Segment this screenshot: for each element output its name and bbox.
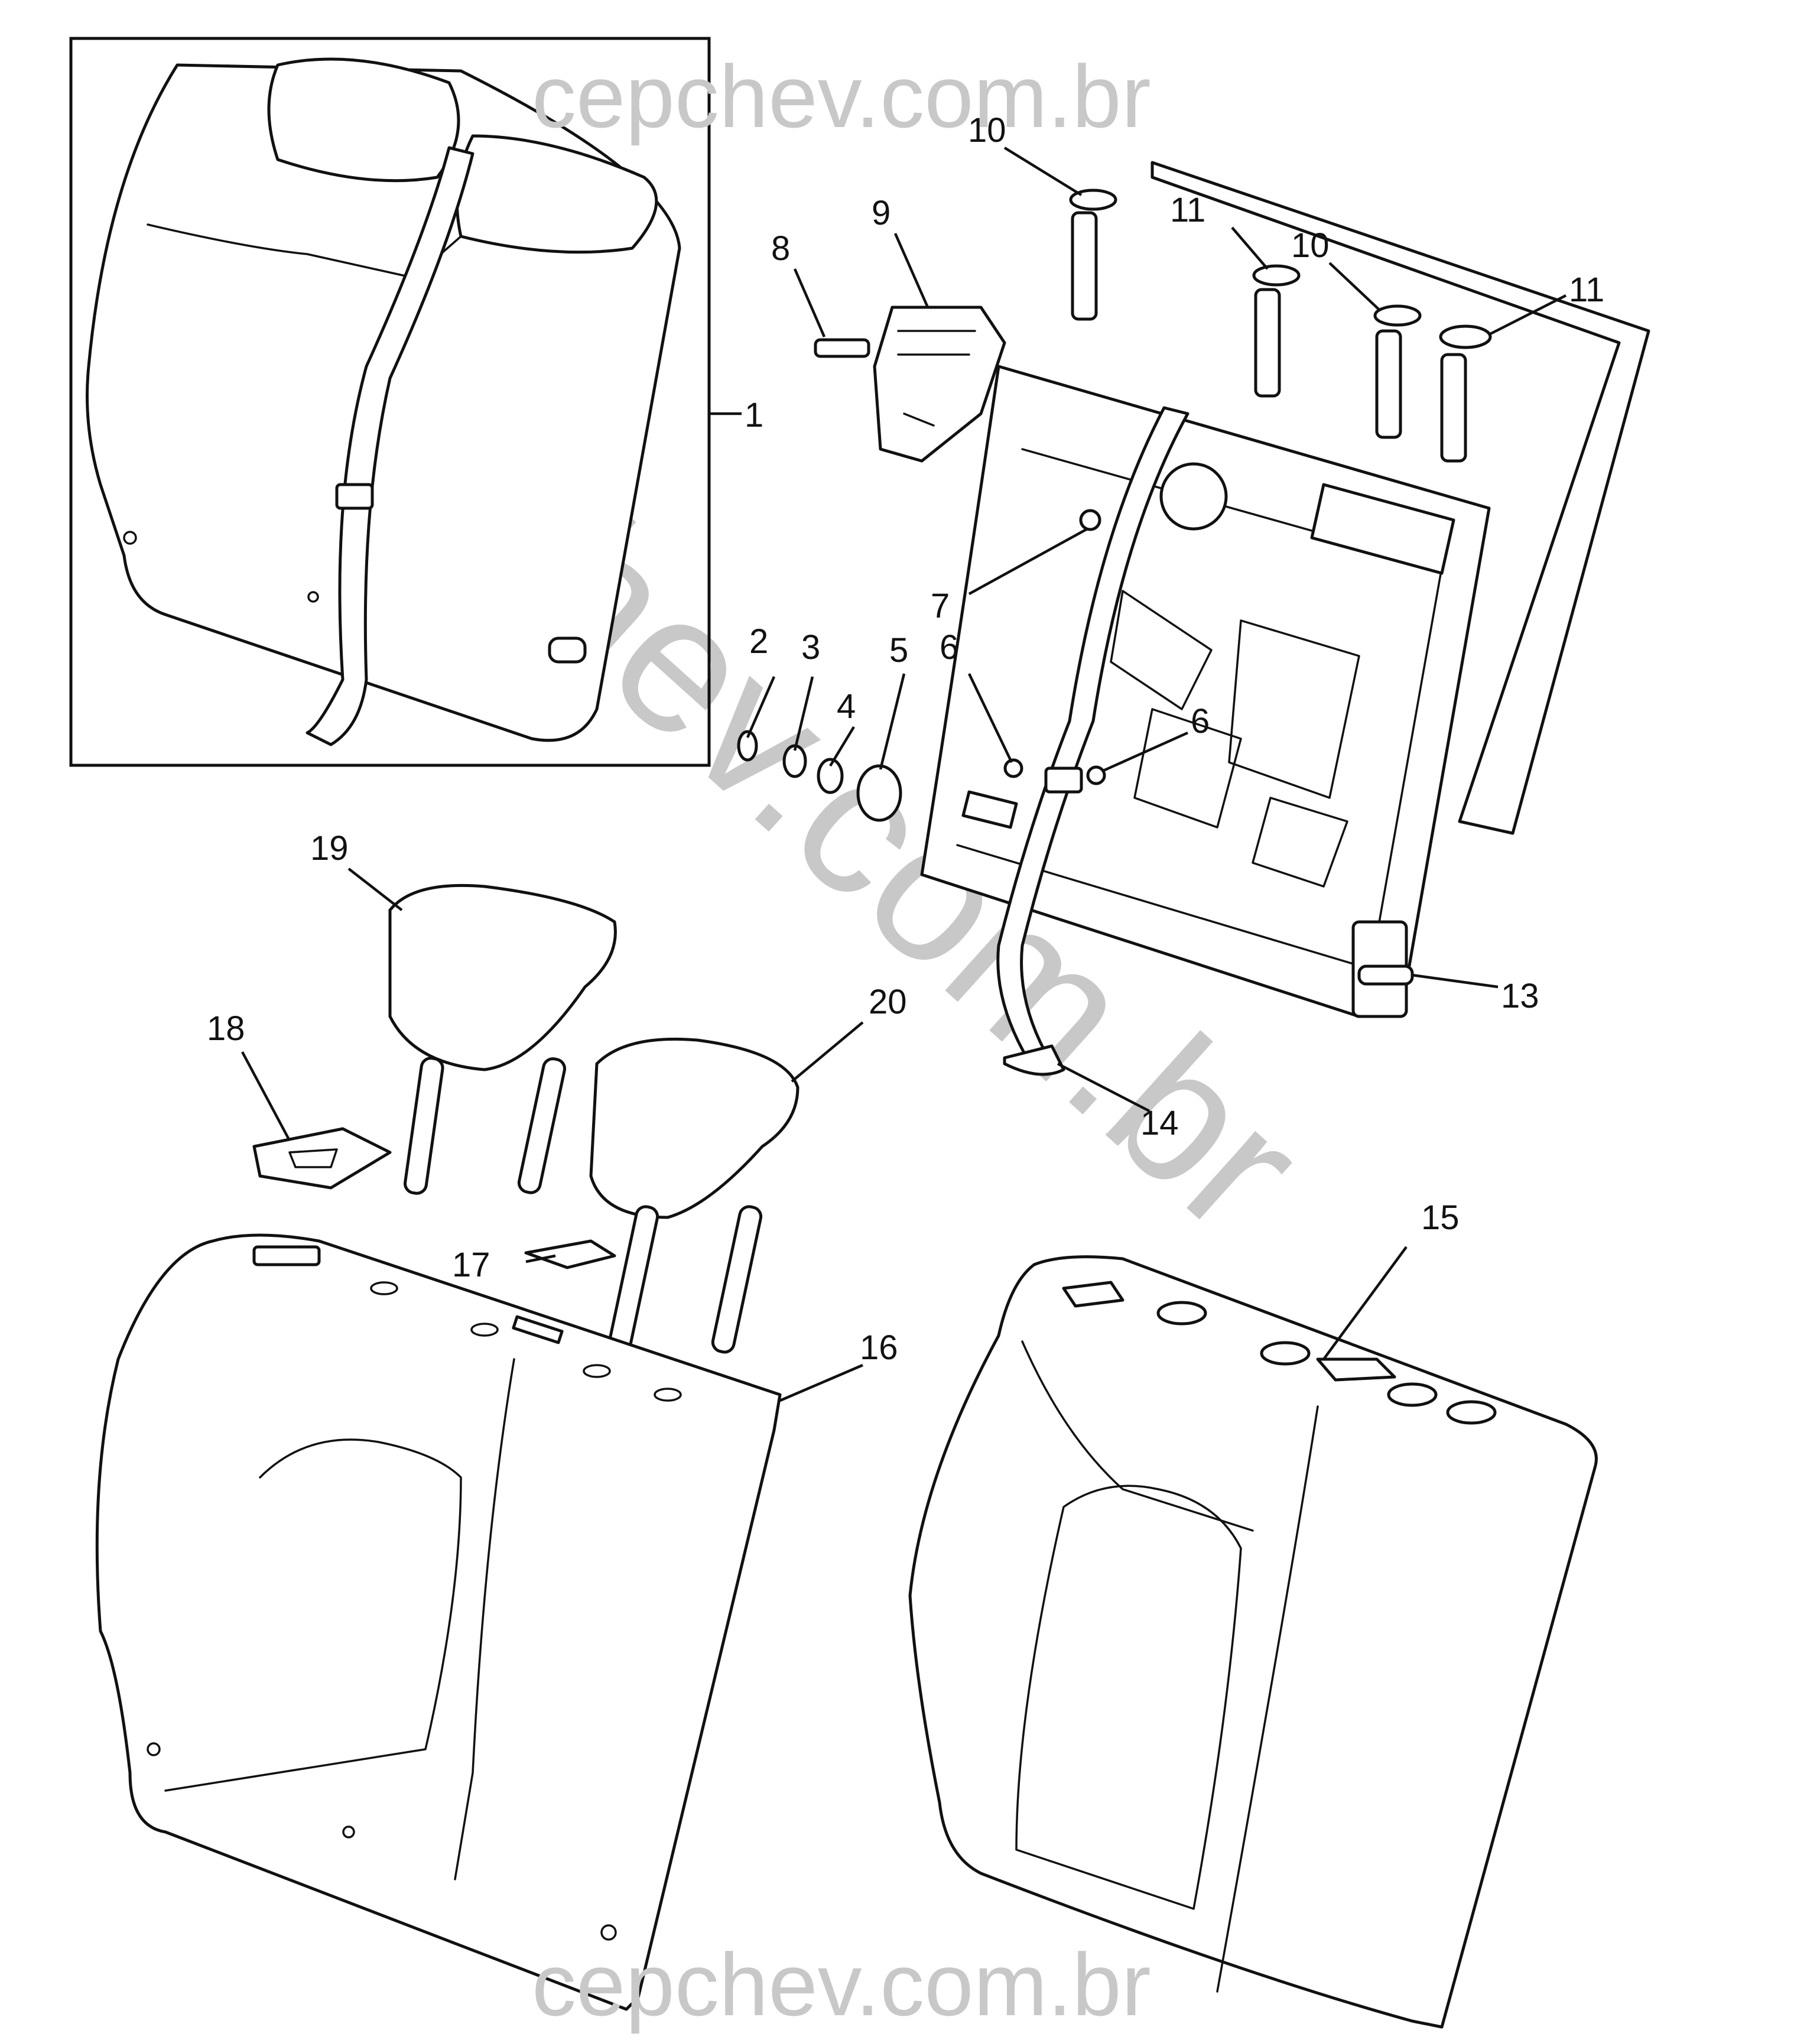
headrest-guides <box>1069 189 1492 463</box>
callout-7: 7 <box>931 587 950 625</box>
headrest-guide-17 <box>524 1239 616 1269</box>
headrest-guide-18 <box>252 1127 392 1190</box>
callout-4: 4 <box>837 687 856 726</box>
callout-2: 2 <box>749 622 768 661</box>
pivot-hardware <box>737 509 1106 822</box>
seat-belt-14 <box>996 406 1190 1076</box>
headrest-20 <box>589 1037 800 1354</box>
callout-11b: 11 <box>1569 271 1604 309</box>
callout-9: 9 <box>872 194 890 232</box>
latch-bolt <box>814 338 870 358</box>
callout-10a: 10 <box>968 111 1006 150</box>
callout-15: 15 <box>1421 1198 1460 1237</box>
callout-20: 20 <box>869 983 907 1021</box>
callout-10b: 10 <box>1291 226 1330 265</box>
callout-6b: 6 <box>1191 702 1210 740</box>
callout-1: 1 <box>745 396 763 434</box>
callout-17: 17 <box>452 1246 490 1284</box>
seat-back-latch <box>873 306 1006 463</box>
watermark-top: cepchev.com.br <box>532 47 1151 146</box>
headrest-19 <box>388 883 617 1195</box>
inset-assembled-seat-back <box>69 37 711 767</box>
leader-lines <box>241 147 1567 1402</box>
callout-14: 14 <box>1140 1104 1179 1142</box>
callout-labels: 1 2 3 4 5 6 6 7 8 9 10 10 11 11 11 13 14… <box>207 111 1604 1367</box>
callout-5: 5 <box>889 631 908 670</box>
seat-back-cover-16 <box>95 1233 782 2011</box>
callout-16: 16 <box>860 1328 898 1367</box>
seat-back-frame <box>920 161 1650 1018</box>
callout-13: 13 <box>1501 977 1539 1015</box>
callout-6a: 6 <box>940 628 958 667</box>
callout-11a: 11 <box>1170 191 1205 229</box>
watermark-bottom: cepchev.com.br <box>532 1935 1151 2034</box>
callout-8: 8 <box>771 229 790 268</box>
callout-3: 3 <box>801 628 820 667</box>
callout-18: 18 <box>207 1009 245 1048</box>
seat-back-pad-15 <box>908 1255 1598 2029</box>
callout-19: 19 <box>310 829 349 868</box>
